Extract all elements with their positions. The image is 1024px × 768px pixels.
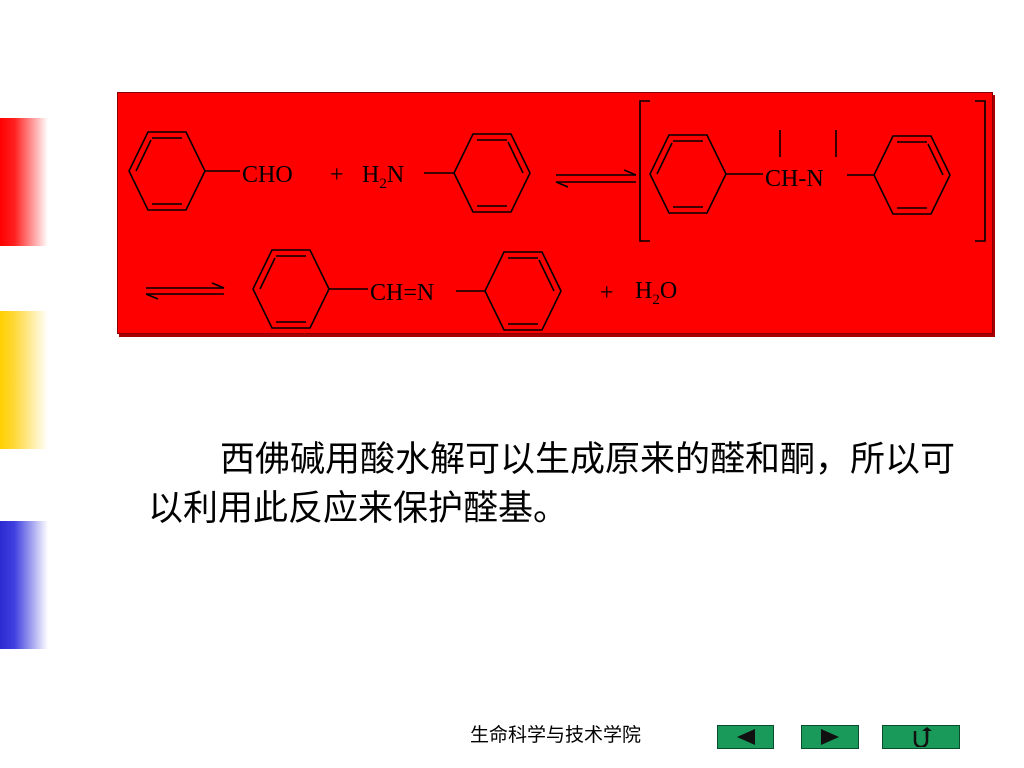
benzene-ring-3 xyxy=(649,134,727,214)
plus-sign: + xyxy=(330,162,344,188)
institution-label: 生命科学与技术学院 xyxy=(470,724,642,746)
equilibrium-arrow-2 xyxy=(145,282,225,300)
benzene-ring-2 xyxy=(453,133,531,213)
benzene-ring-1 xyxy=(128,131,206,211)
decor-bar-blue xyxy=(0,521,48,649)
return-arrow-icon xyxy=(913,727,932,747)
triangle-right-icon xyxy=(821,729,839,745)
benzene-ring-4 xyxy=(873,135,951,215)
decor-bar-yellow xyxy=(0,311,48,449)
reactant-aldehyde-label: CHO xyxy=(242,162,293,188)
intermediate-label: CH-N xyxy=(765,166,824,192)
bracket-left xyxy=(639,100,650,242)
product-imine-label: CH=N xyxy=(370,280,434,306)
benzene-ring-6 xyxy=(484,251,562,331)
water-label: H2O xyxy=(635,278,677,308)
decor-bar-red xyxy=(0,118,48,246)
reaction-diagram: CHO + H2N CH-N CH=N + H2O xyxy=(128,100,986,331)
equilibrium-arrow-1 xyxy=(555,169,637,188)
return-button[interactable] xyxy=(882,725,960,749)
benzene-ring-5 xyxy=(252,249,330,329)
triangle-left-icon xyxy=(736,729,755,745)
amine-label: H2N xyxy=(362,162,404,192)
reaction-panel: CHO + H2N CH-N CH=N + H2O xyxy=(117,92,993,334)
bracket-right xyxy=(975,100,986,242)
plus-sign: + xyxy=(600,280,614,306)
explanation-text: 西佛碱用酸水解可以生成原来的醛和酮，所以可以利用此反应来保护醛基。 xyxy=(148,440,956,529)
previous-slide-button[interactable] xyxy=(717,725,774,749)
next-slide-button[interactable] xyxy=(801,725,859,749)
